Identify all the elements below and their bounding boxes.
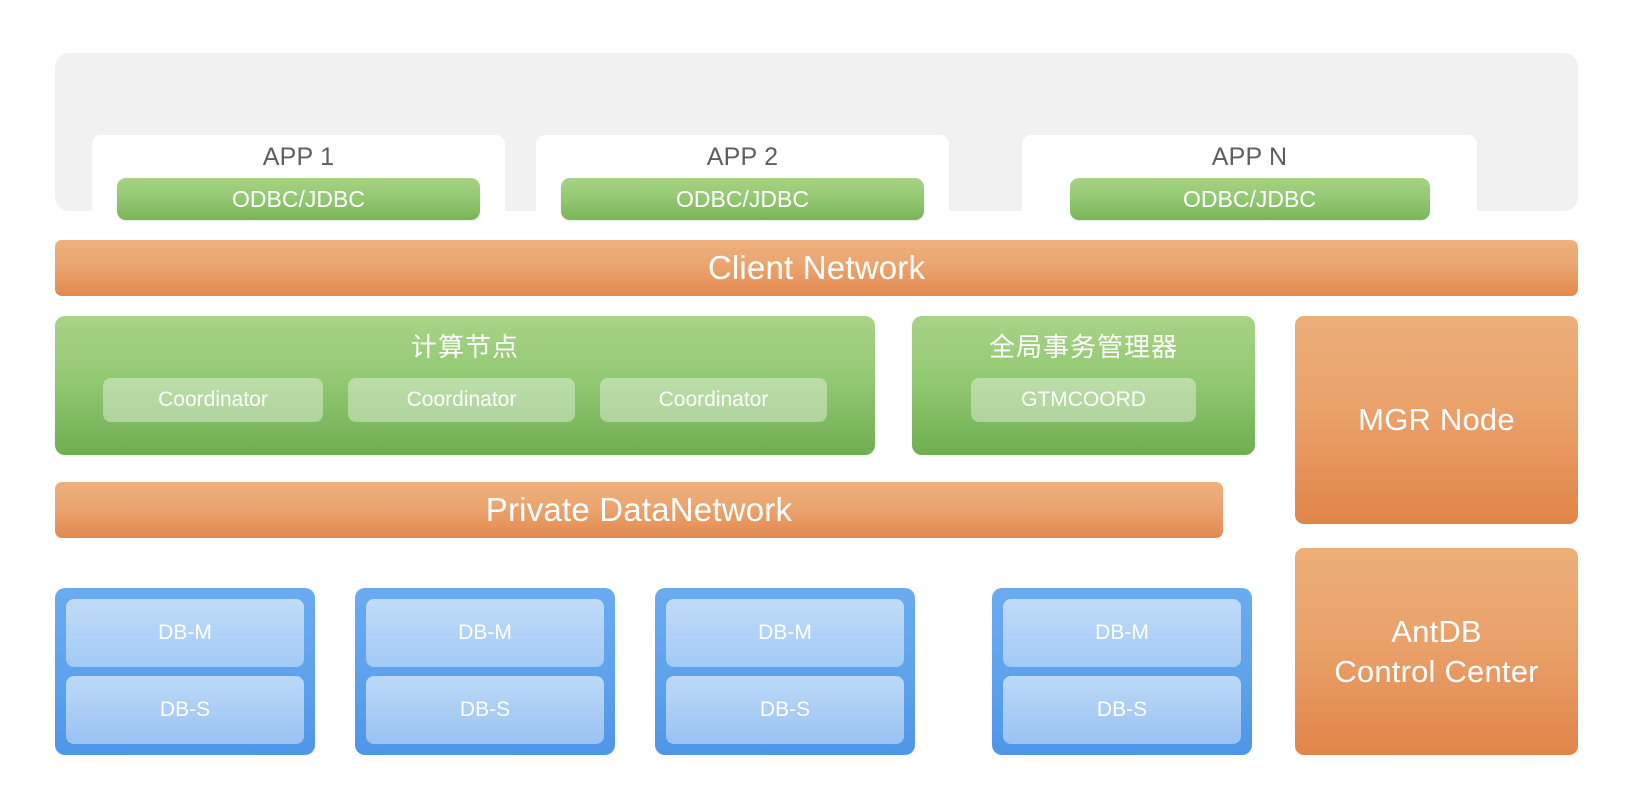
private-data-network-band: Private DataNetwork (55, 482, 1223, 538)
control-center-label: AntDB Control Center (1334, 612, 1538, 692)
db-group-4: DB-M DB-S (992, 588, 1252, 755)
gtmcoord-node[interactable]: GTMCOORD (971, 378, 1196, 422)
control-center-line-1: AntDB (1391, 613, 1482, 649)
db-slave-node[interactable]: DB-S (666, 676, 904, 744)
app-card-title: APP 2 (706, 143, 779, 171)
gtm-node-row: GTMCOORD (912, 378, 1255, 422)
app-card-title: APP N (1211, 143, 1288, 171)
mgr-node-card[interactable]: MGR Node (1295, 316, 1578, 524)
mgr-node-label: MGR Node (1358, 402, 1515, 437)
odbc-jdbc-connector[interactable]: ODBC/JDBC (561, 178, 924, 220)
control-center-line-2: Control Center (1334, 653, 1539, 689)
coordinator-row: Coordinator Coordinator Coordinator (55, 378, 875, 422)
odbc-jdbc-connector[interactable]: ODBC/JDBC (117, 178, 480, 220)
compute-node-panel: 计算节点 Coordinator Coordinator Coordinator (55, 316, 875, 455)
db-slave-node[interactable]: DB-S (1003, 676, 1241, 744)
app-card-1[interactable]: APP 1 ODBC/JDBC (92, 135, 505, 235)
compute-node-title: 计算节点 (410, 332, 519, 362)
app-card-n[interactable]: APP N ODBC/JDBC (1022, 135, 1477, 235)
coordinator-node-3[interactable]: Coordinator (600, 378, 827, 422)
db-group-1: DB-M DB-S (55, 588, 315, 755)
gtm-title: 全局事务管理器 (988, 332, 1178, 362)
db-slave-node[interactable]: DB-S (66, 676, 304, 744)
app-card-2[interactable]: APP 2 ODBC/JDBC (536, 135, 949, 235)
db-master-node[interactable]: DB-M (666, 599, 904, 667)
db-master-node[interactable]: DB-M (66, 599, 304, 667)
odbc-jdbc-connector[interactable]: ODBC/JDBC (1069, 178, 1430, 220)
coordinator-node-1[interactable]: Coordinator (103, 378, 323, 422)
antdb-control-center-card[interactable]: AntDB Control Center (1295, 548, 1578, 755)
db-group-2: DB-M DB-S (355, 588, 615, 755)
db-master-node[interactable]: DB-M (366, 599, 604, 667)
client-network-band: Client Network (55, 240, 1578, 296)
coordinator-node-2[interactable]: Coordinator (348, 378, 575, 422)
db-group-3: DB-M DB-S (655, 588, 915, 755)
application-layer-panel: APP 1 ODBC/JDBC APP 2 ODBC/JDBC APP N OD… (55, 53, 1578, 235)
app-card-title: APP 1 (262, 143, 335, 171)
db-slave-node[interactable]: DB-S (366, 676, 604, 744)
db-master-node[interactable]: DB-M (1003, 599, 1241, 667)
global-transaction-manager-panel: 全局事务管理器 GTMCOORD (912, 316, 1255, 455)
